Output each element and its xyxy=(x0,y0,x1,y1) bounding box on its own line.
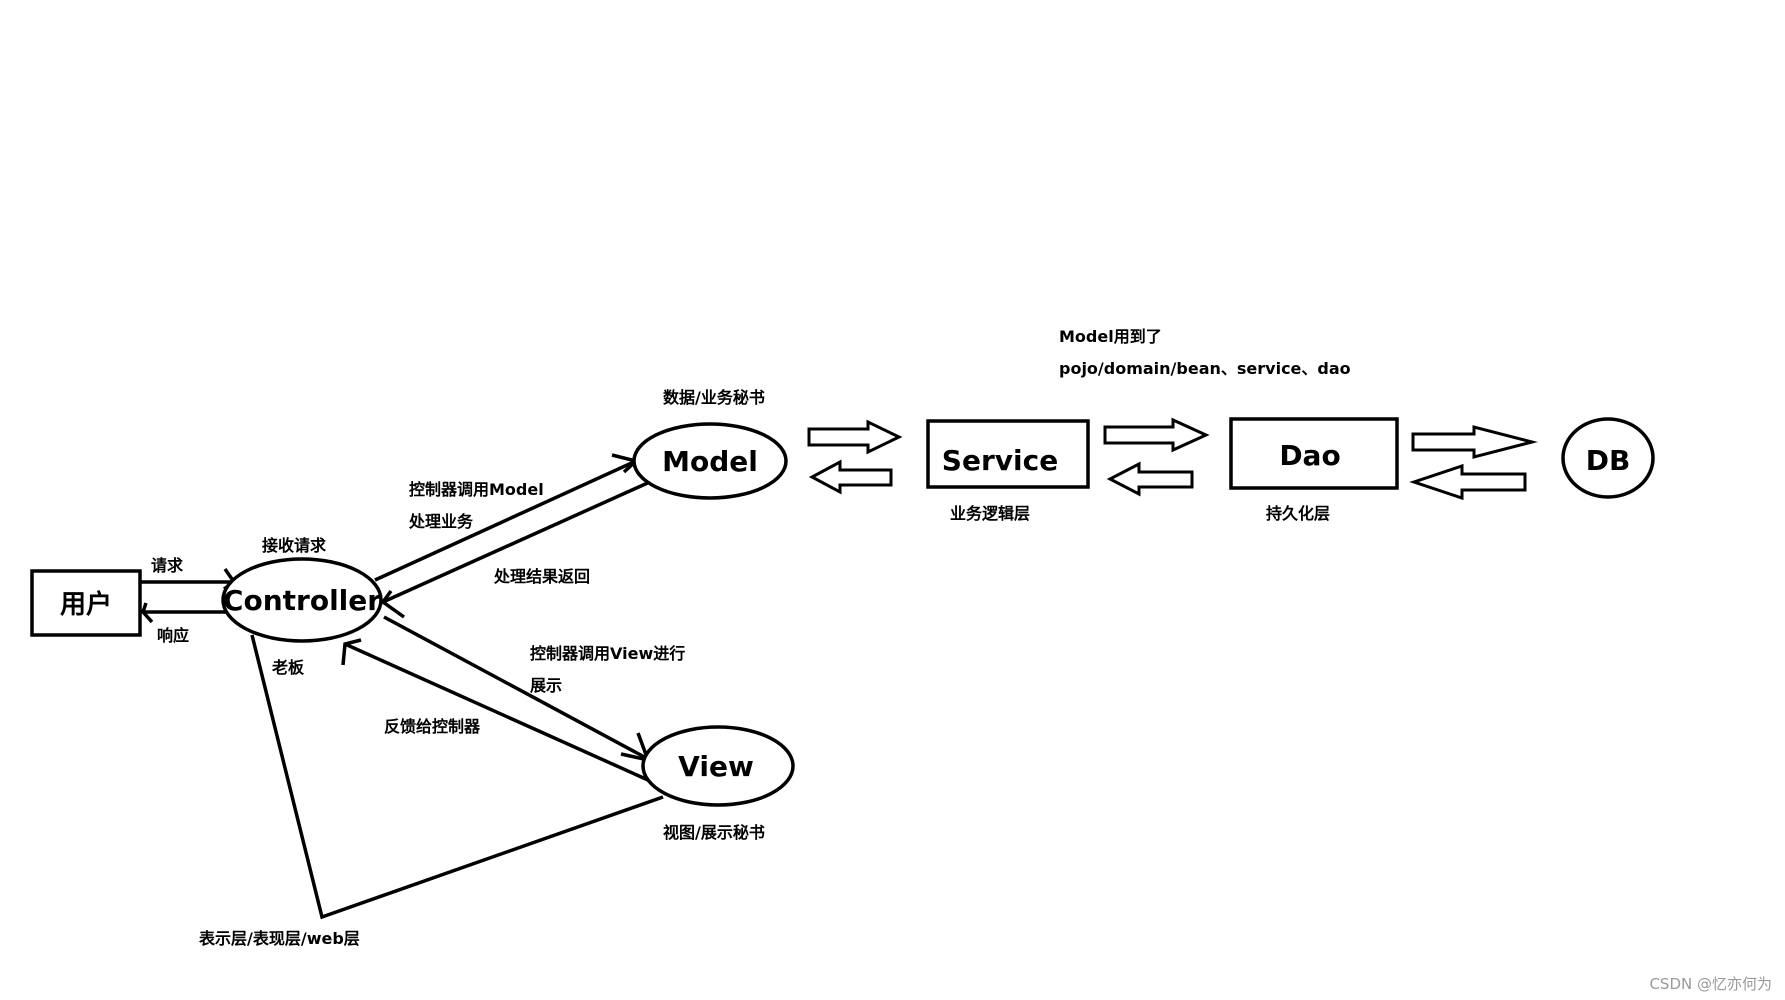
user-node-label: 用户 xyxy=(60,589,112,620)
service-to-model-arrow xyxy=(808,459,893,495)
feedback-label: 反馈给控制器 xyxy=(384,717,481,736)
service-to-dao-arrow xyxy=(1103,417,1210,453)
model-to-controller-arrowhead xyxy=(380,589,406,619)
model-to-service-arrow xyxy=(807,419,903,455)
ctrl-call-view-label: 控制器调用View进行 xyxy=(530,644,685,663)
request-label: 请求 xyxy=(151,556,184,575)
receive-request-label: 接收请求 xyxy=(262,536,327,555)
model-uses-label-2: pojo/domain/bean、service、dao xyxy=(1059,359,1351,378)
model-ellipse xyxy=(632,422,788,500)
user-box xyxy=(30,569,142,637)
controller-to-view-line xyxy=(383,615,651,762)
view-to-controller-line xyxy=(344,642,649,782)
view-desc-label: 视图/展示秘书 xyxy=(663,823,765,842)
presentation-layer-label: 表示层/表现层/web层 xyxy=(198,929,360,948)
db-ellipse xyxy=(1561,417,1655,499)
response-arrowhead xyxy=(141,602,154,624)
ctrl-call-model-label: 控制器调用Model xyxy=(409,480,544,499)
result-return-label: 处理结果返回 xyxy=(493,567,590,586)
db-to-dao-arrow xyxy=(1409,463,1527,501)
dao-desc-label: 持久化层 xyxy=(1266,504,1330,523)
presentation-layer-triangle xyxy=(250,634,664,920)
model-node-label: Model xyxy=(662,445,758,478)
controller-ellipse xyxy=(221,557,383,643)
db-node-label: DB xyxy=(1586,444,1631,477)
model-to-controller-line xyxy=(382,479,653,604)
dao-node-label: Dao xyxy=(1279,439,1340,472)
boss-label: 老板 xyxy=(271,658,305,677)
view-ellipse xyxy=(641,725,795,807)
watermark: CSDN @忆亦何为 xyxy=(1649,975,1772,993)
service-node-label: Service xyxy=(942,444,1058,477)
controller-to-model-line xyxy=(374,459,637,582)
model-uses-label-1: Model用到了 xyxy=(1059,327,1162,346)
response-label: 响应 xyxy=(157,626,189,645)
dao-box xyxy=(1229,417,1399,490)
model-desc-label: 数据/业务秘书 xyxy=(663,388,765,407)
controller-node-label: Controller xyxy=(223,584,381,617)
view-to-controller-arrowhead xyxy=(341,638,362,666)
service-box xyxy=(926,419,1090,489)
handle-business-label: 处理业务 xyxy=(408,512,474,531)
view-node-label: View xyxy=(678,750,754,783)
service-desc-label: 业务逻辑层 xyxy=(950,504,1030,523)
dao-to-service-arrow xyxy=(1106,461,1194,497)
display-label: 展示 xyxy=(530,676,562,695)
dao-to-db-arrow xyxy=(1411,425,1538,459)
